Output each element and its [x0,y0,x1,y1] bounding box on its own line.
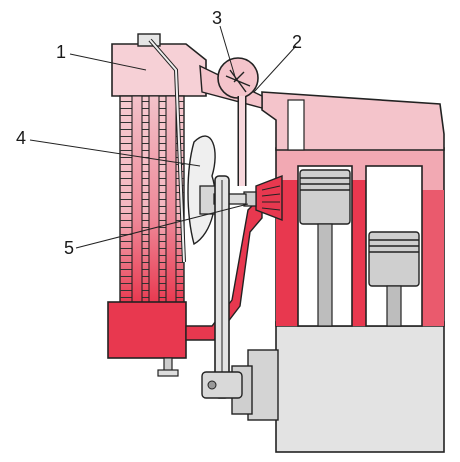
piston-right [368,231,420,327]
radiator [107,33,207,377]
leader-lines [29,25,297,249]
cylinder-right [365,165,423,327]
leader-4 [29,139,201,167]
water-pump [243,174,283,222]
callout-5: 5 [64,238,74,258]
leader-3 [219,25,237,81]
cylinder-left [297,165,353,327]
cylinder-head [261,91,445,151]
fan [187,135,217,246]
leader-1 [69,53,147,71]
fan-shaft [213,193,247,205]
thermostat [217,57,259,99]
leader-5 [75,203,249,249]
leader-2 [253,45,297,93]
crank-pulley [201,371,243,399]
callout-labels: 1 2 3 4 5 [16,8,302,258]
callout-4: 4 [16,128,26,148]
engine-crankcase [231,321,445,453]
callout-1: 1 [56,42,66,62]
filler-cap [137,33,161,47]
callout-3: 3 [212,8,222,28]
callout-2: 2 [292,32,302,52]
drive-belt [214,175,230,399]
piston-left [299,169,351,327]
